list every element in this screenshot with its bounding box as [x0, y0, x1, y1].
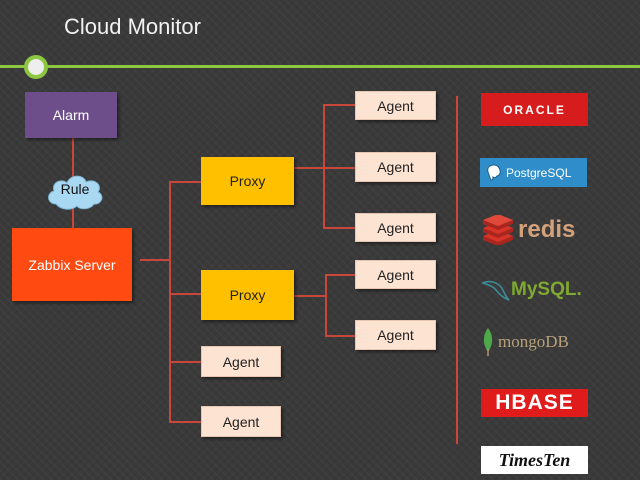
hbase-logo-text: HBASE — [495, 391, 574, 414]
connector-proxy-1-trunk — [294, 167, 324, 169]
zabbix-server-box[interactable]: Zabbix Server — [12, 228, 132, 301]
connector-to-agent-3 — [323, 227, 355, 229]
mongodb-logo-text: mongoDB — [498, 332, 569, 351]
connector-to-agent-2 — [323, 167, 355, 169]
agent-box-1[interactable]: Agent — [355, 91, 436, 120]
postgresql-logo: PostgreSQL — [480, 158, 587, 187]
title-underline — [0, 65, 640, 68]
agent-box-5[interactable]: Agent — [355, 320, 436, 350]
redis-logo: redis — [481, 213, 588, 247]
agent-box-6[interactable]: Agent — [201, 346, 281, 377]
alarm-box[interactable]: Alarm — [25, 92, 117, 138]
oracle-logo: ORACLE — [481, 93, 588, 126]
title-bullet-dot — [24, 55, 48, 79]
connector-to-agent-5 — [325, 335, 355, 337]
leaf-icon — [483, 328, 493, 356]
slide-title: Cloud Monitor — [64, 14, 201, 39]
mysql-logo: MySQL. — [481, 275, 588, 305]
rule-label: Rule — [60, 181, 90, 197]
agent-box-4[interactable]: Agent — [355, 260, 436, 289]
timesten-logo: TimesTen — [481, 446, 588, 474]
dolphin-icon — [481, 280, 510, 301]
agent-box-7[interactable]: Agent — [201, 406, 281, 437]
connector-to-proxy-1 — [169, 181, 201, 183]
connector-to-agent-4 — [325, 274, 355, 276]
redis-cube-icon — [483, 215, 513, 245]
elephant-icon — [487, 163, 501, 181]
connector-zabbix-trunk — [140, 259, 170, 261]
connector-proxy-2-vertical — [325, 274, 327, 336]
redis-logo-text: redis — [518, 216, 576, 243]
postgresql-logo-text: PostgreSQL — [506, 165, 572, 180]
connector-alarm-rule — [72, 138, 74, 182]
connector-rule-zabbix — [72, 205, 74, 228]
mongodb-logo: mongoDB — [481, 326, 588, 358]
agent-box-3[interactable]: Agent — [355, 213, 436, 242]
connector-proxy-1-vertical — [323, 104, 325, 228]
hbase-logo: HBASE — [481, 389, 588, 417]
connector-proxy-2-trunk — [294, 295, 326, 297]
proxy-box-1[interactable]: Proxy — [201, 157, 294, 205]
divider-line — [456, 96, 458, 444]
mysql-logo-text: MySQL. — [511, 279, 582, 300]
connector-server-vertical — [169, 181, 171, 423]
connector-to-agent-7 — [169, 421, 201, 423]
timesten-logo-text: TimesTen — [498, 449, 571, 470]
rule-cloud-icon — [48, 175, 103, 210]
connector-to-agent-6 — [169, 361, 201, 363]
connector-to-agent-1 — [323, 104, 355, 106]
agent-box-2[interactable]: Agent — [355, 152, 436, 182]
connector-to-proxy-2 — [169, 293, 201, 295]
oracle-logo-text: ORACLE — [503, 102, 566, 117]
proxy-box-2[interactable]: Proxy — [201, 270, 294, 320]
